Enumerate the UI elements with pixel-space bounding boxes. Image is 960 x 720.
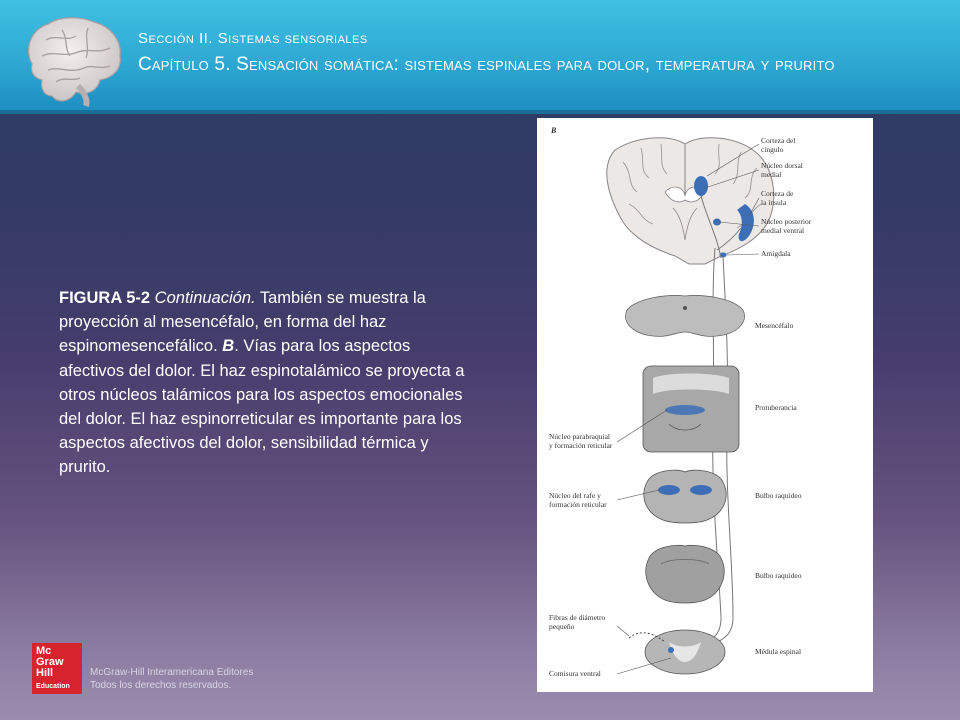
- label-comisura: Comisura ventral: [549, 669, 601, 678]
- figure-caption: FIGURA 5-2 Continuación. También se mues…: [59, 286, 479, 480]
- brain-icon: [27, 17, 121, 107]
- label-nucleo-dorsal-2: medial: [761, 170, 781, 179]
- pons-section: [642, 365, 740, 453]
- label-parabraquial-2: y formación reticular: [549, 441, 613, 450]
- section-title: Sección II. Sistemas sensoriales: [138, 30, 368, 47]
- spinal-cord-section: [628, 629, 726, 675]
- spinal-pathway-diagram: B: [549, 126, 812, 678]
- label-bulbo-1: Bulbo raquídeo: [755, 491, 802, 500]
- medulla-upper-section: [643, 469, 727, 524]
- logo-line-1: Mc: [36, 645, 52, 657]
- figure-label: FIGURA 5-2: [59, 289, 151, 307]
- logo-line-4: Education: [36, 683, 70, 690]
- logo-line-3: Hill: [36, 667, 54, 679]
- label-fibras-2: pequeño: [549, 622, 575, 631]
- caption-part-label: B: [222, 337, 235, 356]
- caption-text-1: También se muestra la proyección al mese…: [59, 289, 426, 356]
- anatomy-figure: B: [537, 118, 873, 692]
- publisher-name: McGraw-Hill Interamericana Editores: [90, 667, 254, 678]
- leader-lines: [616, 143, 760, 675]
- panel-label: B: [550, 126, 557, 135]
- label-protuberancia: Protuberancia: [755, 403, 797, 412]
- label-amigdala: Amígdala: [761, 249, 791, 258]
- label-corteza-insula-1: Corteza de: [761, 189, 794, 198]
- label-fibras-1: Fibras de diámetro: [549, 613, 605, 622]
- caption-text-2: . Vías para los aspectos afectivos del d…: [59, 337, 465, 477]
- medulla-lower-section: [645, 544, 725, 604]
- label-medula: Médula espinal: [755, 647, 801, 656]
- label-rafe-1: Núcleo del rafe y: [549, 491, 601, 500]
- label-corteza-insula-2: la ínsula: [761, 198, 787, 207]
- label-corteza-cingulo-1: Corteza del: [761, 136, 795, 145]
- chapter-title: Capítulo 5. Sensación somática: sistemas…: [138, 54, 835, 75]
- logo-line-2: Graw: [36, 656, 64, 668]
- label-nucleo-dorsal-1: Núcleo dorsal: [761, 161, 803, 170]
- mesencephalon-section: [625, 295, 745, 337]
- continuation-label: Continuación.: [154, 289, 256, 307]
- header-divider: [0, 110, 960, 114]
- label-corteza-cingulo-2: cíngulo: [761, 145, 784, 154]
- label-parabraquial-1: Núcleo parabraquial: [549, 432, 610, 441]
- mcgraw-hill-logo: Mc Graw Hill Education: [32, 643, 82, 694]
- label-nucleo-posterior-2: medial ventral: [761, 226, 804, 235]
- label-nucleo-posterior-1: Núcleo posterior: [761, 217, 812, 226]
- brain-coronal-section: [606, 137, 775, 265]
- slide-header: [0, 0, 960, 112]
- label-rafe-2: formación reticular: [549, 500, 607, 509]
- publisher-rights: Todos los derechos reservados.: [90, 680, 232, 691]
- label-mesencefalo: Mesencéfalo: [755, 321, 794, 330]
- publisher-footer: McGraw-Hill Interamericana Editores Todo…: [90, 666, 253, 692]
- label-bulbo-2: Bulbo raquídeo: [755, 571, 802, 580]
